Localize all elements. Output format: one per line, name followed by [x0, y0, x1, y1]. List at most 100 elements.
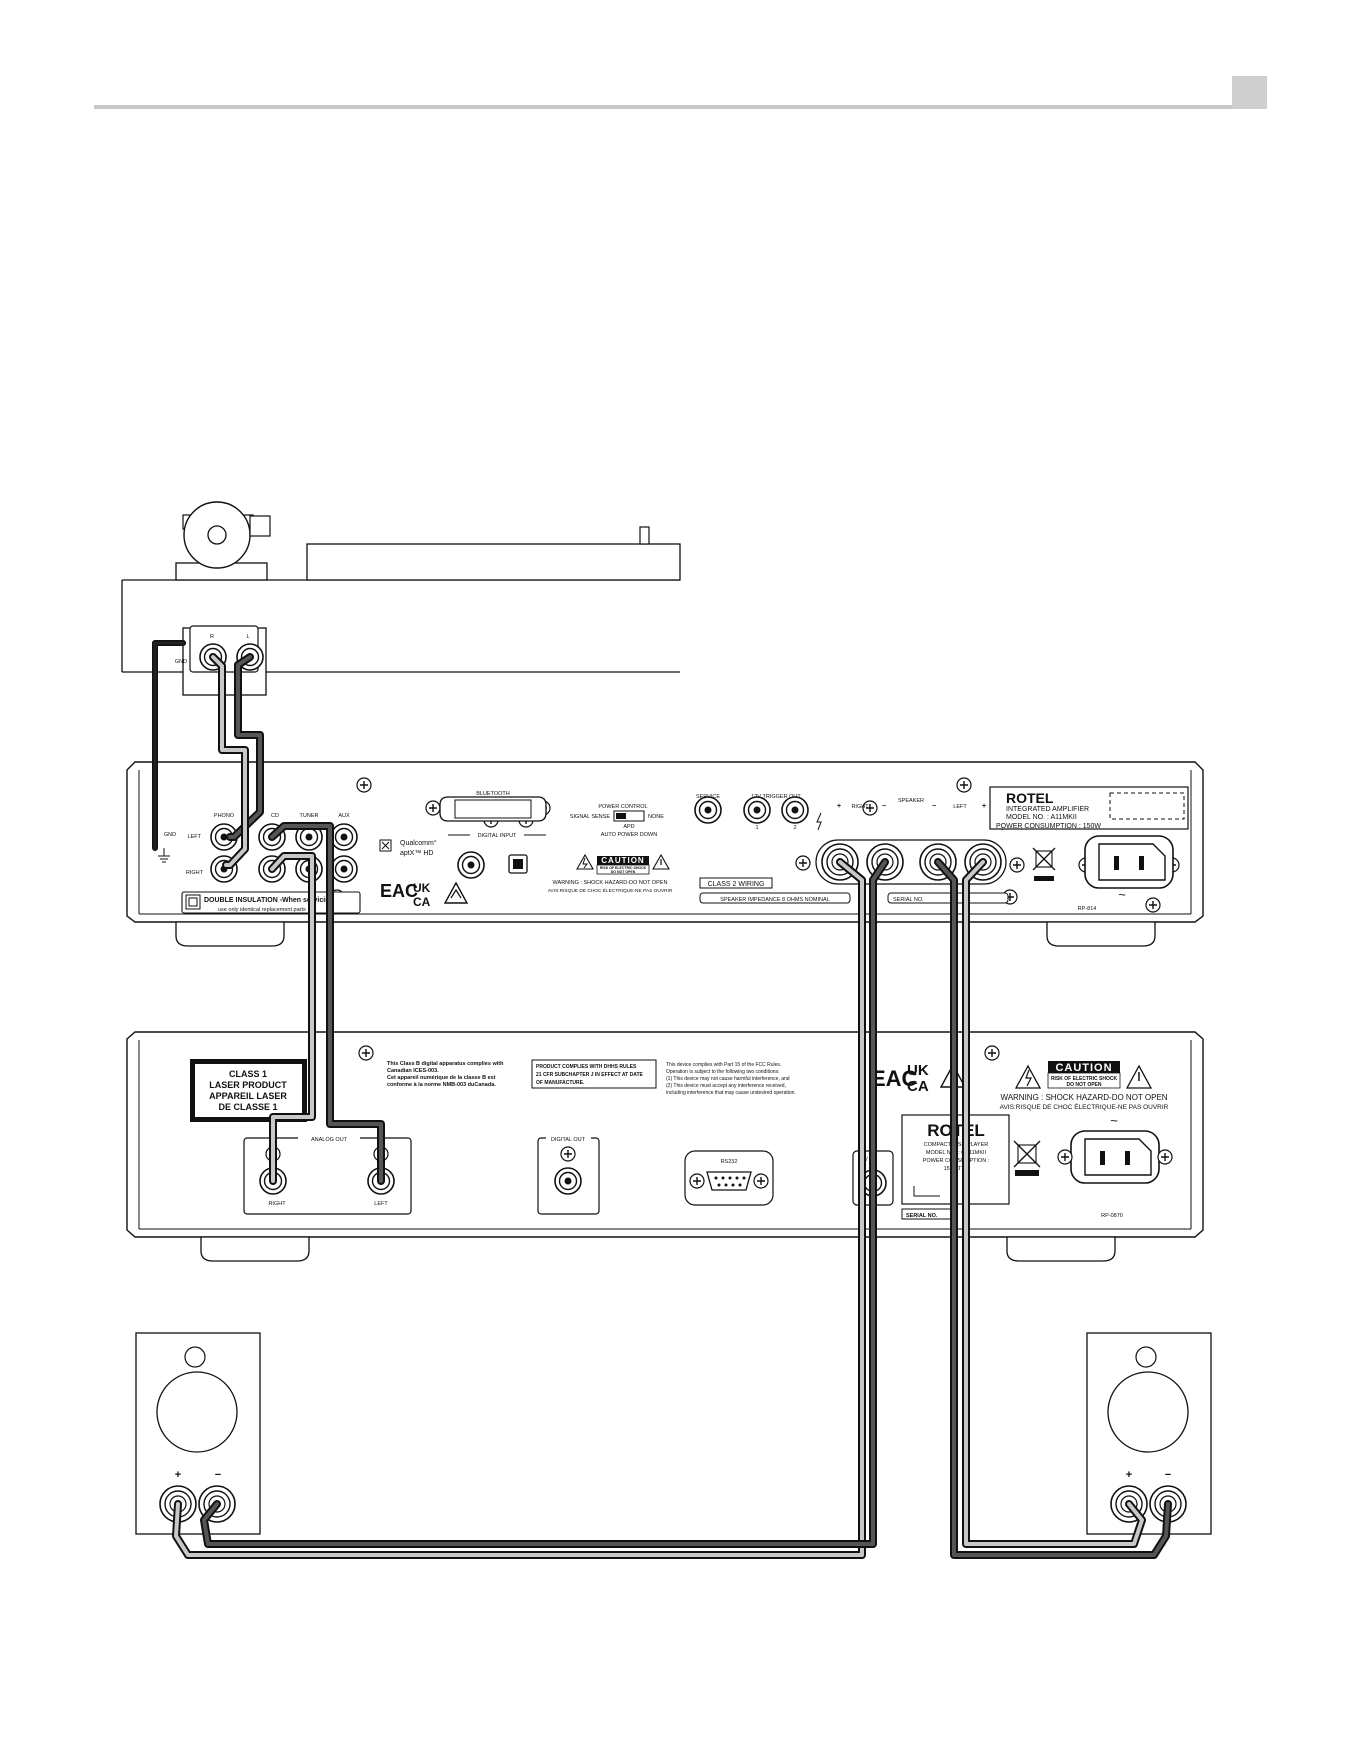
qualcomm-label: Qualcomm°	[400, 839, 437, 847]
amp-caution-text: CAUTION	[601, 856, 644, 865]
fcc-line4: (2) This device must accept any interfer…	[666, 1083, 786, 1089]
cd-digital-out-jack[interactable]	[554, 1167, 582, 1195]
cd-foot-right	[1006, 1236, 1116, 1262]
rs232-port[interactable]	[706, 1171, 752, 1191]
speaker-right-plus-label: +	[837, 803, 841, 810]
amp-aux-right-jack[interactable]	[330, 855, 358, 883]
speaker-cable-right-positive	[172, 858, 866, 1559]
turntable-r-label: R	[210, 634, 214, 640]
cd-foot-left	[200, 1236, 310, 1262]
trigger-out-1-jack[interactable]	[743, 796, 771, 824]
laser-line2: LASER PRODUCT	[209, 1080, 287, 1090]
phono-cable-right	[209, 653, 249, 869]
turntable-gnd-label: GND	[175, 659, 187, 665]
coaxial-digital-input-jack[interactable]	[457, 851, 485, 879]
fcc-line1: This device complies with Part 15 of the…	[666, 1062, 781, 1068]
cd-caution-text: CAUTION	[1055, 1062, 1112, 1074]
speaker-right-minus: −	[215, 1469, 221, 1481]
amp-phono-label: PHONO	[214, 813, 235, 819]
cd-serial-text: SERIAL NO.	[906, 1213, 938, 1219]
speaker-cable-left-positive	[962, 858, 1146, 1548]
amp-model-line1: INTEGRATED AMPLIFIER	[1006, 806, 1089, 813]
double-insulation-line1: DOUBLE INSULATION -When servicing	[204, 897, 334, 904]
speaker-cable-right-negative	[200, 858, 889, 1548]
cd-rp-label: RP-0870	[1101, 1213, 1123, 1219]
fcc-line3: (1) This device may not cause harmful in…	[666, 1076, 790, 1082]
trigger-out-label: 12V TRIGGER OUT	[751, 794, 801, 800]
speaker-left-plus-label: +	[982, 803, 986, 810]
amp-ac-power-inlet[interactable]	[1084, 835, 1174, 889]
power-control-switch[interactable]	[613, 810, 645, 822]
amp-foot-left	[175, 921, 285, 947]
speaker-left-minus-label: −	[932, 803, 936, 810]
amp-ac-symbol: ~	[1118, 887, 1126, 902]
amp-cd-label: CD	[271, 813, 279, 819]
tweeter	[184, 1346, 206, 1368]
amp-ukca-line1: UK	[413, 881, 431, 895]
amp-foot-right	[1046, 921, 1156, 947]
cd-screw	[1157, 1149, 1173, 1165]
cd-screw	[560, 1146, 576, 1162]
integrated-amplifier: GND PHONO CD TUNER AUX LEFT RIGHT DOUBLE…	[126, 761, 1204, 947]
cd-screw	[984, 1045, 1000, 1061]
cd-caution-sub1: RISK OF ELECTRIC SHOCK	[1051, 1076, 1118, 1082]
amp-screw	[956, 777, 972, 793]
cd-ac-power-inlet[interactable]	[1070, 1130, 1160, 1184]
amp-model-plate	[989, 786, 1189, 830]
speaker-left-minus: −	[1165, 1469, 1171, 1481]
amp-gnd-label: GND	[164, 832, 176, 838]
amp-right-label: RIGHT	[186, 870, 204, 876]
amp-model-line2: MODEL NO. : A11MKII	[1006, 814, 1077, 821]
impedance-badge	[699, 892, 851, 904]
cd-caution-badge	[1048, 1061, 1120, 1073]
ground-wire	[152, 640, 186, 851]
amp-screw	[425, 800, 441, 816]
amp-rp-label: RP-814	[1078, 906, 1097, 912]
cd-cable-right	[268, 852, 316, 1185]
laser-line1: CLASS 1	[229, 1069, 267, 1079]
speaker-left-plus: +	[1126, 1469, 1132, 1481]
cd-right-label: RIGHT	[268, 1201, 286, 1207]
fcc-line5: including interference that may cause un…	[666, 1090, 796, 1096]
trigger-out-2-jack[interactable]	[781, 796, 809, 824]
bluetooth-label: BLUETOOTH	[476, 791, 510, 797]
cd-shock-hazard-icon	[1014, 1064, 1042, 1089]
cd-screw	[1057, 1149, 1073, 1165]
amp-aux-left-jack[interactable]	[330, 823, 358, 851]
dhhs-line1: PRODUCT COMPLIES WITH DHHS RULES	[536, 1064, 637, 1070]
cd-screw	[689, 1173, 705, 1189]
woofer	[156, 1371, 238, 1453]
laser-line4: DE CLASSE 1	[218, 1102, 277, 1112]
rs232-label: RS232	[721, 1159, 738, 1165]
amp-caution-sub2: DO NOT OPEN	[611, 870, 636, 874]
speaker-terminal-strip	[815, 839, 1007, 885]
amp-left-label: LEFT	[188, 834, 202, 840]
cd-warning-line1: WARNING : SHOCK HAZARD-DO NOT OPEN	[1000, 1093, 1167, 1102]
dhhs-compliance-label	[531, 1059, 657, 1089]
analog-out-label: ANALOG OUT	[311, 1137, 348, 1143]
amp-serial-text: SERIAL NO.	[893, 897, 924, 903]
speaker-right-label: RIGHT	[851, 804, 869, 810]
service-port-jack[interactable]	[694, 796, 722, 824]
cd-player: CLASS 1 LASER PRODUCT APPAREIL LASER DE …	[126, 1031, 1204, 1262]
turntable: R L GND	[121, 501, 681, 696]
amp-sticker-area	[1109, 792, 1185, 820]
ices-line2: Canadian ICES-003.	[387, 1068, 439, 1074]
trigger-1-label: 1	[755, 825, 758, 831]
aptx-label: aptX™ HD	[400, 850, 433, 857]
amp-tuner-label: TUNER	[300, 813, 319, 819]
tweeter	[1135, 1346, 1157, 1368]
hot-terminal-icon	[816, 812, 822, 831]
speaker-right-plus: +	[175, 1469, 181, 1481]
trigger-2-label: 2	[793, 825, 796, 831]
none-label: NONE	[648, 814, 664, 820]
amp-caution-sub1: RISK OF ELECTRIC SHOCK	[600, 866, 647, 870]
turntable-l-label: L	[246, 634, 249, 640]
cd-left-label: LEFT	[374, 1201, 388, 1207]
dhhs-line2: 21 CFR SUBCHAPTER J IN EFFECT AT DATE	[536, 1072, 644, 1078]
amp-eac-mark: EAC	[380, 881, 418, 901]
amp-aux-label: AUX	[338, 813, 350, 819]
cd-eac-mark: EAC	[871, 1066, 918, 1091]
